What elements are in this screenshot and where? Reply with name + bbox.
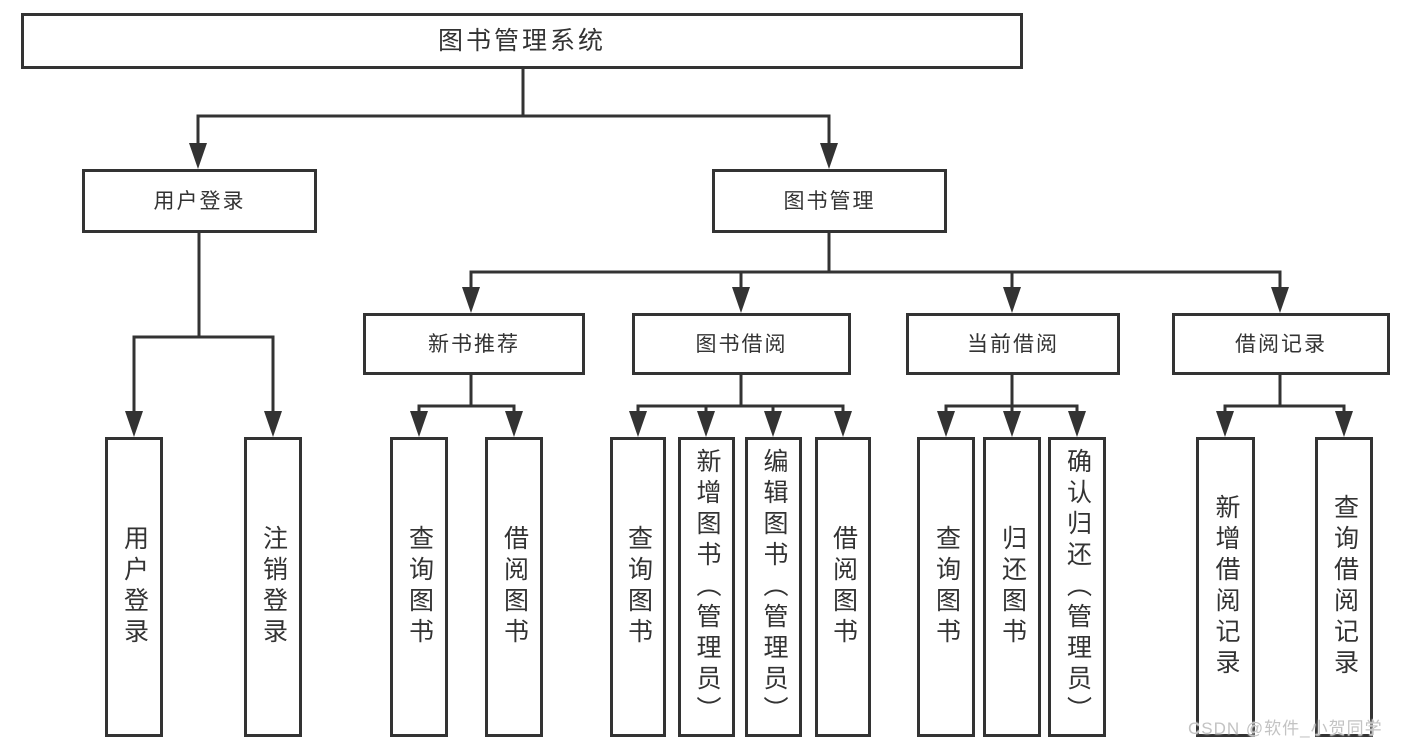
arrowhead-icon <box>820 143 838 169</box>
node-label-borrow-records: 借阅记录 <box>1235 332 1327 356</box>
arrowhead-icon <box>125 411 143 437</box>
edge-borrow-records-branch <box>1216 373 1353 437</box>
node-borrow-books-recommend: 借阅图书 <box>485 437 543 737</box>
arrowhead-icon <box>937 411 955 437</box>
arrowhead-icon <box>462 287 480 313</box>
arrowhead-icon <box>189 143 207 169</box>
node-label-add-borrow-record: 新增借阅记录 <box>1212 494 1240 680</box>
node-label-root-system: 图书管理系统 <box>437 26 606 55</box>
node-confirm-return-admin: 确认归还（管理员） <box>1048 437 1106 737</box>
node-label-logout-action: 注销登录 <box>259 525 288 649</box>
node-add-borrow-record: 新增借阅记录 <box>1196 437 1255 737</box>
node-query-borrow-record: 查询借阅记录 <box>1315 437 1373 737</box>
csdn-watermark: CSDN @软件_小贺同学 <box>1188 719 1383 738</box>
node-label-query-books-recommend: 查询图书 <box>405 525 434 649</box>
arrowhead-icon <box>1271 287 1289 313</box>
edge-recommend-branch <box>410 373 523 437</box>
node-add-books-admin: 新增图书（管理员） <box>678 437 735 737</box>
arrowhead-icon <box>697 411 715 437</box>
node-login-action: 用户登录 <box>105 437 163 737</box>
node-current-borrow: 当前借阅 <box>906 313 1120 375</box>
node-label-query-borrow-record: 查询借阅记录 <box>1330 494 1359 680</box>
node-label-return-books: 归还图书 <box>998 525 1027 649</box>
arrowhead-icon <box>764 411 782 437</box>
arrowhead-icon <box>264 411 282 437</box>
node-label-query-books-current: 查询图书 <box>932 525 961 649</box>
node-borrow-records: 借阅记录 <box>1172 313 1390 375</box>
node-book-borrow: 图书借阅 <box>632 313 851 375</box>
arrowhead-icon <box>505 411 523 437</box>
node-label-new-book-recommend: 新书推荐 <box>428 332 520 356</box>
node-label-query-books-borrow: 查询图书 <box>624 525 653 649</box>
node-label-borrow-books-recommend: 借阅图书 <box>500 525 529 649</box>
edge-book-management-branch <box>462 231 1289 313</box>
arrowhead-icon <box>1335 411 1353 437</box>
arrowhead-icon <box>629 411 647 437</box>
node-label-confirm-return-admin: 确认归还（管理员） <box>1063 447 1092 727</box>
arrowhead-icon <box>1068 411 1086 437</box>
edge-current-borrow-branch <box>937 373 1086 437</box>
node-book-management: 图书管理 <box>712 169 947 233</box>
node-label-current-borrow: 当前借阅 <box>967 332 1059 356</box>
arrowhead-icon <box>1216 411 1234 437</box>
edge-root-branch <box>189 67 838 169</box>
edge-user-login-branch <box>125 231 282 437</box>
node-label-user-login: 用户登录 <box>153 189 246 213</box>
node-label-book-borrow: 图书借阅 <box>695 332 788 356</box>
arrowhead-icon <box>834 411 852 437</box>
arrowhead-icon <box>410 411 428 437</box>
node-logout-action: 注销登录 <box>244 437 302 737</box>
node-label-login-action: 用户登录 <box>120 525 149 649</box>
arrowhead-icon <box>1003 287 1021 313</box>
node-label-borrow-books-action: 借阅图书 <box>829 525 858 649</box>
node-label-edit-books-admin: 编辑图书（管理员） <box>760 447 788 727</box>
node-query-books-borrow: 查询图书 <box>610 437 666 737</box>
node-label-book-management: 图书管理 <box>783 189 876 213</box>
node-root-system: 图书管理系统 <box>21 13 1023 69</box>
node-query-books-recommend: 查询图书 <box>390 437 448 737</box>
node-new-book-recommend: 新书推荐 <box>363 313 585 375</box>
node-borrow-books-action: 借阅图书 <box>815 437 871 737</box>
node-query-books-current: 查询图书 <box>917 437 975 737</box>
node-label-add-books-admin: 新增图书（管理员） <box>693 447 721 727</box>
node-return-books: 归还图书 <box>983 437 1041 737</box>
arrowhead-icon <box>732 287 750 313</box>
arrowhead-icon <box>1003 411 1021 437</box>
edge-book-borrow-branch <box>629 373 852 437</box>
node-user-login: 用户登录 <box>82 169 317 233</box>
node-edit-books-admin: 编辑图书（管理员） <box>745 437 802 737</box>
